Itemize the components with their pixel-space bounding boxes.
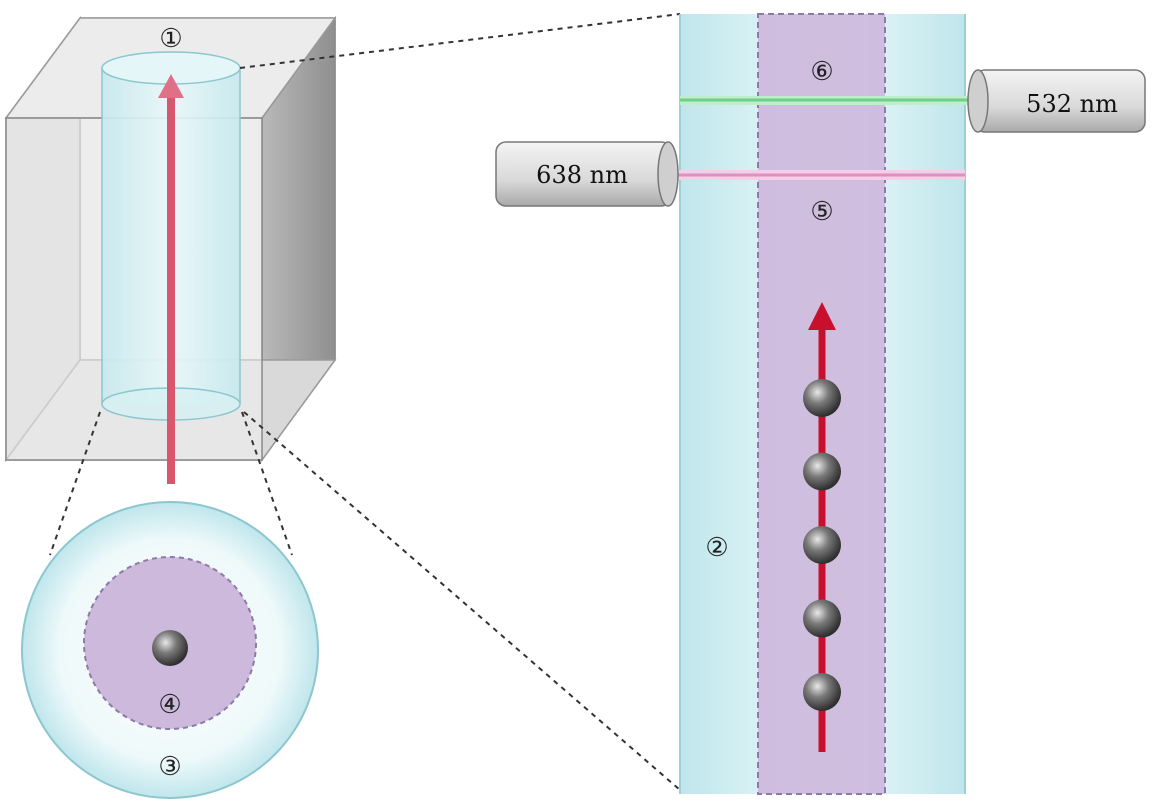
zoom-guide-lines <box>49 13 681 791</box>
particle-sphere-icon <box>803 526 841 564</box>
particle-sphere-icon <box>803 379 841 417</box>
laser-module-532: 532 nm <box>967 69 1146 133</box>
zoom-line-bottom <box>243 411 681 791</box>
label-three: ③ <box>158 752 181 782</box>
laser-aperture <box>967 69 989 133</box>
particle-stream <box>803 302 841 752</box>
particle-sphere-icon <box>152 630 188 666</box>
laser-638-label: 638 nm <box>536 161 628 189</box>
laser-aperture <box>657 141 679 207</box>
particle-sphere-icon <box>803 452 841 491</box>
cross-section: ④ ③ <box>21 501 319 799</box>
laser-beams <box>670 96 975 180</box>
zoom-line-top <box>239 13 681 69</box>
particle-sphere-icon <box>803 599 841 638</box>
label-one: ① <box>159 24 182 54</box>
label-four: ④ <box>158 690 181 720</box>
flow-arrow-head <box>158 74 184 98</box>
label-two: ② <box>705 533 728 563</box>
laser-532-label: 532 nm <box>1026 90 1118 118</box>
flow-arrow-icon <box>808 302 836 330</box>
laser-module-638: 638 nm <box>495 141 679 207</box>
label-five: ⑤ <box>810 197 833 227</box>
particle-sphere-icon <box>803 673 841 711</box>
particle-list <box>803 379 841 711</box>
flow-arrow-icon <box>158 74 184 484</box>
label-six: ⑥ <box>810 57 833 87</box>
